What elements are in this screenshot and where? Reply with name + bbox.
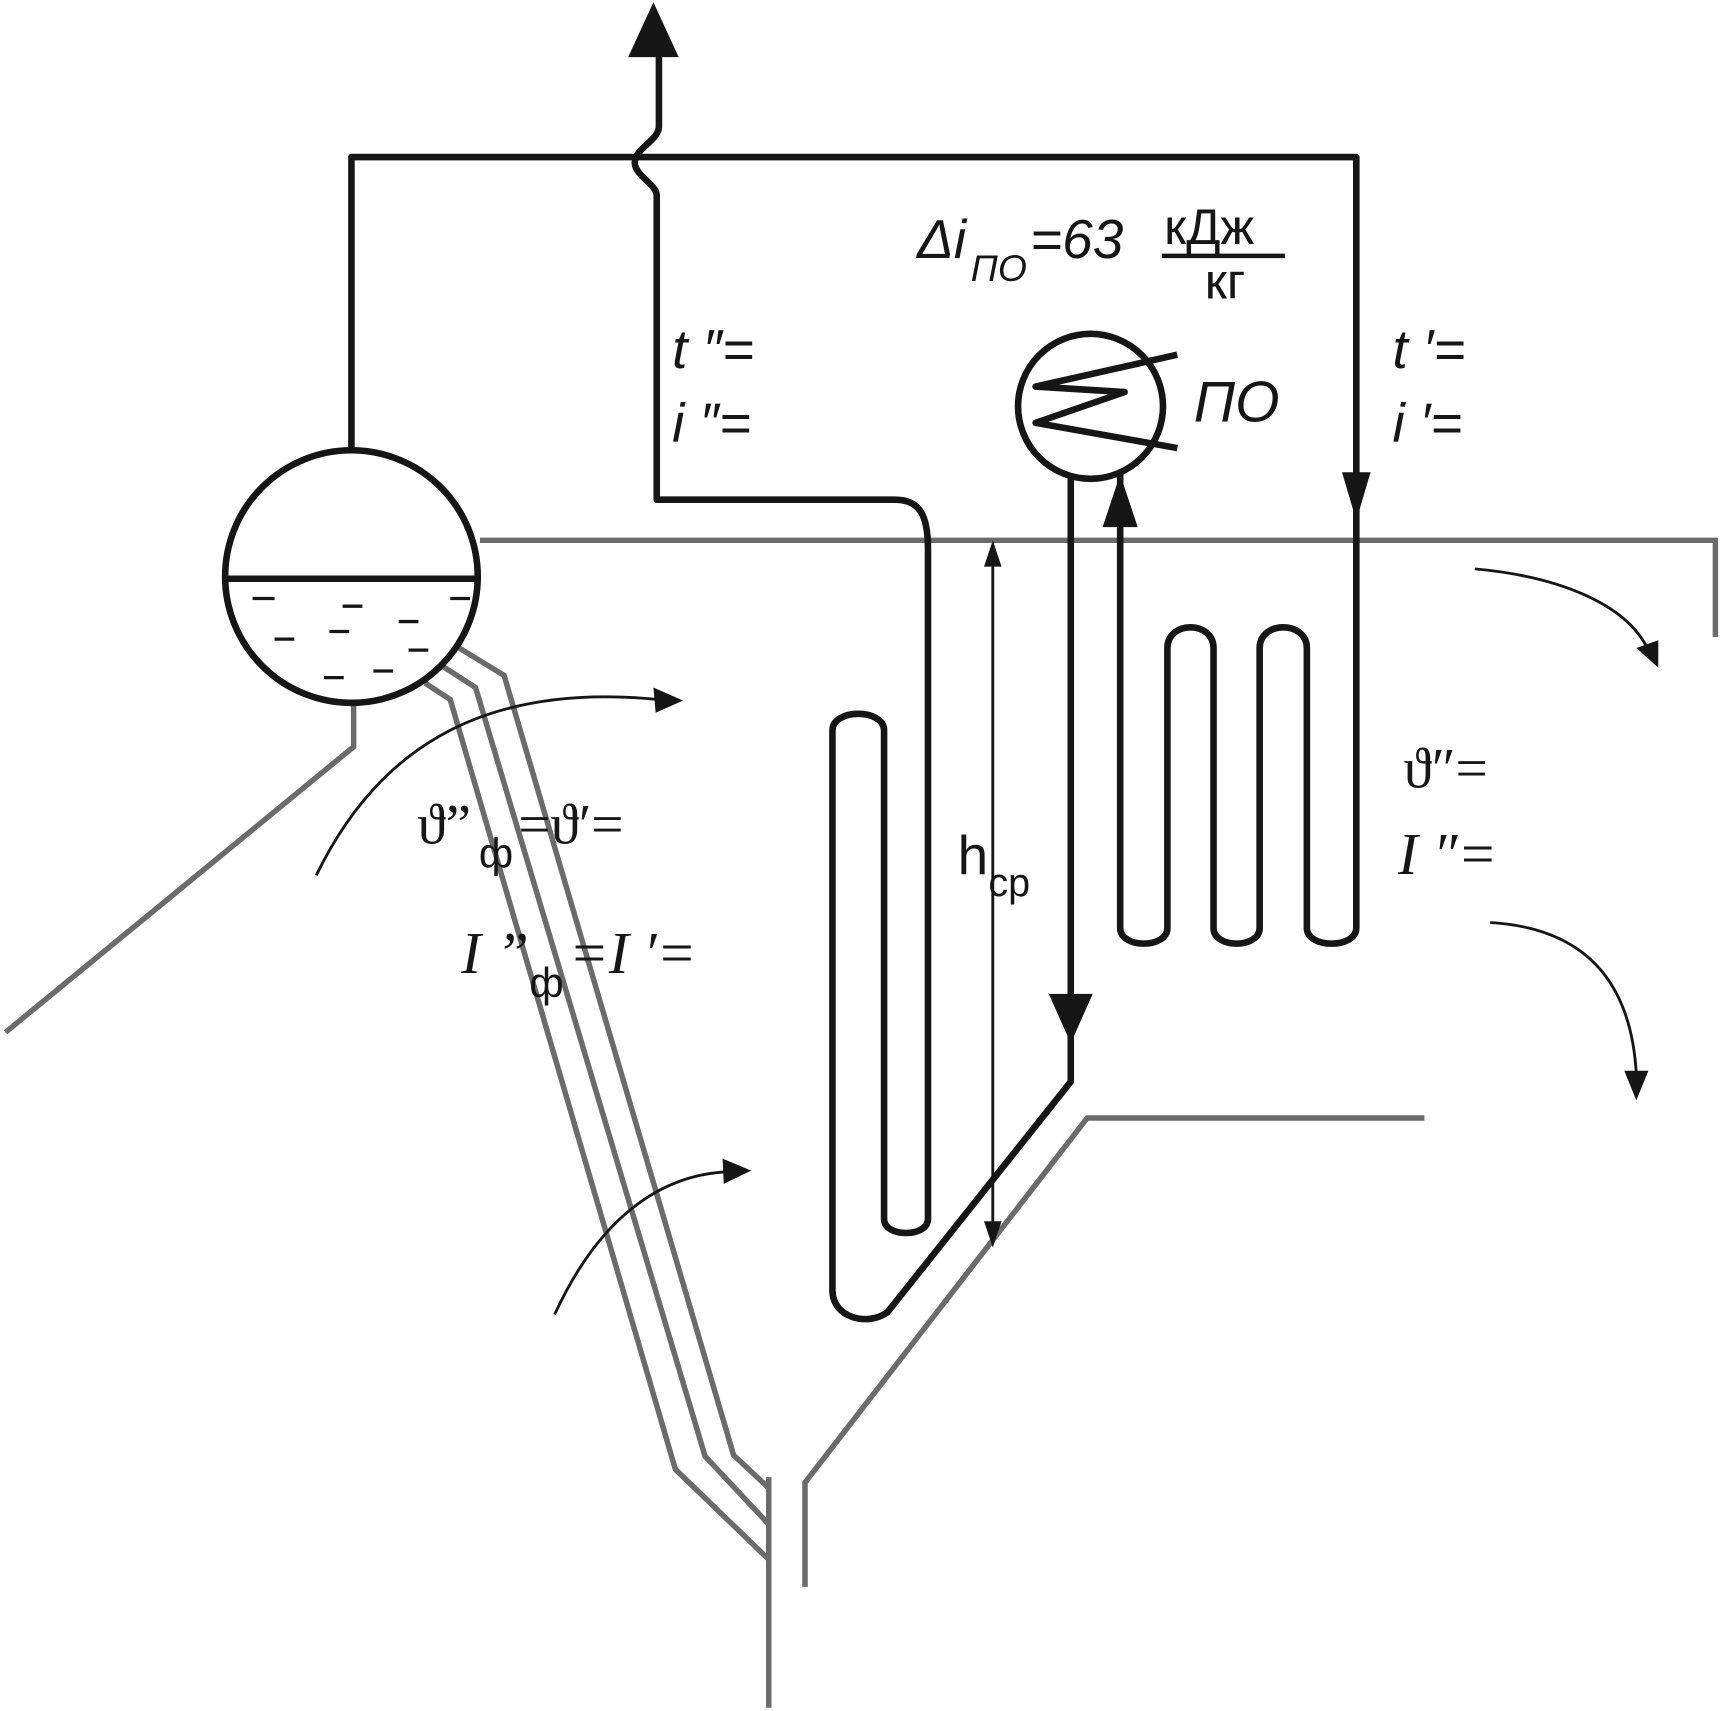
furnace-left-wall [3, 699, 357, 1035]
delta-i-symbol: Δi [915, 208, 968, 270]
flue-gas-arrow-furnace [315, 695, 660, 876]
mean-height-symbol: h [958, 824, 989, 886]
screen-tube-inner [457, 645, 771, 1491]
outlet-temperature-label: t ″= [672, 318, 754, 380]
outlet-enthalpy-label: i ″= [672, 391, 751, 453]
furnace-exit-enthalpy-subscript: ф [529, 959, 563, 1006]
unit-numerator: кДж [1164, 198, 1254, 255]
mean-height-label: h ср [958, 824, 1030, 905]
screen-tube-middle [439, 663, 771, 1527]
delta-i-value: =63 [1030, 208, 1124, 270]
inlet-temperature-label: t ′= [1393, 318, 1466, 380]
flue-gas-arrowhead-upper-right [1636, 640, 1659, 668]
upflow-arrow [1102, 474, 1138, 528]
inlet-enthalpy-label: i ′= [1393, 391, 1463, 453]
furnace-exit-theta-symbol: ϑ” [417, 793, 471, 856]
screen-tube-outer [423, 680, 771, 1562]
drum-water-marks [252, 596, 471, 680]
steam-outlet-arrow [628, 2, 679, 58]
furnace-roof-wall [479, 537, 1719, 637]
furnace-exit-theta-equals: =ϑ′= [518, 793, 623, 856]
dimension-top-arrow [983, 540, 1002, 567]
desuperheater-enthalpy-drop-label: Δi ПО =63 кДж кг [915, 198, 1285, 310]
gas-outlet-enthalpy-label: I ″= [1397, 821, 1497, 887]
desuperheater-label: ПО [1194, 371, 1280, 435]
screen-superheater-pipe [631, 54, 1075, 1323]
flue-gas-arrow-lower-right [1490, 921, 1638, 1075]
flue-gas-arrow-upper-right [1474, 567, 1649, 649]
gas-outlet-temperature-label: ϑ″= [1404, 737, 1488, 800]
delta-i-subscript: ПО [971, 247, 1027, 289]
mean-height-subscript: ср [988, 861, 1030, 905]
flue-gas-arrowhead-furnace [653, 687, 684, 713]
flue-gas-arrowhead-lower-right [1624, 1070, 1649, 1101]
furnace-exit-enthalpy-symbol: I ” [460, 920, 529, 986]
furnace-exit-enthalpy-label: I ” ф =I ′= [460, 920, 696, 1006]
desuperheater-coil-icon [1032, 351, 1179, 452]
furnace-exit-enthalpy-equals: =I ′= [569, 920, 697, 986]
gas-duct-floor-wall [802, 1115, 1425, 1587]
furnace-exit-theta-subscript: ф [479, 830, 513, 877]
flue-gas-arrowhead-lower [722, 1158, 752, 1184]
dimension-bottom-arrow [983, 1221, 1002, 1248]
unit-denominator: кг [1205, 253, 1246, 310]
inlet-flow-arrow [1342, 472, 1371, 521]
saturated-steam-pipe [348, 153, 1360, 928]
convective-superheater-coil [1116, 474, 1360, 947]
downflow-arrow [1048, 993, 1093, 1044]
flue-gas-arrow-lower [553, 1170, 728, 1316]
furnace-exit-temperature-label: ϑ” ф =ϑ′= [417, 793, 623, 876]
